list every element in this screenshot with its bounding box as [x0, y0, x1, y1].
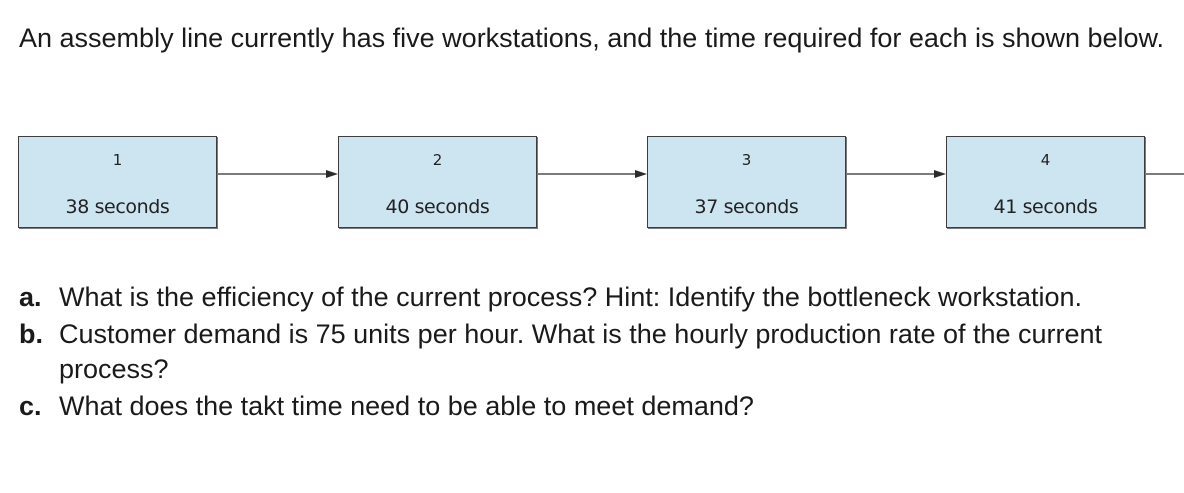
question-text: Customer demand is 75 units per hour. Wh… [59, 319, 1103, 384]
question-list: a. What is the efficiency of the current… [19, 280, 1179, 426]
arrow-head-3-4-icon [934, 170, 946, 178]
workstation-2: 2 40 seconds [338, 136, 537, 228]
question-marker: a. [19, 282, 42, 312]
problem-statement: An assembly line currently has five work… [19, 23, 1165, 53]
workstation-number: 3 [741, 151, 752, 169]
arrow-head-1-2-icon [326, 170, 338, 178]
question-b: b. Customer demand is 75 units per hour.… [19, 317, 1179, 387]
workstation-time: 40 seconds [385, 196, 490, 218]
question-c: c. What does the takt time need to be ab… [19, 389, 1179, 424]
workstation-number: 1 [112, 151, 123, 169]
workstation-number: 2 [432, 151, 443, 169]
question-text: What is the efficiency of the current pr… [59, 282, 1083, 312]
workstation-time: 41 seconds [993, 196, 1098, 218]
workstation-3: 3 37 seconds [647, 136, 846, 228]
arrow-head-2-3-icon [635, 170, 647, 178]
workstation-time: 38 seconds [65, 196, 170, 218]
workstation-time: 37 seconds [694, 196, 799, 218]
workstation-4: 4 41 seconds [946, 136, 1145, 228]
workstation-1: 1 38 seconds [18, 136, 217, 228]
question-a: a. What is the efficiency of the current… [19, 280, 1179, 315]
question-marker: b. [19, 319, 43, 349]
workstation-number: 4 [1040, 151, 1051, 169]
question-text: What does the takt time need to be able … [59, 391, 754, 421]
question-marker: c. [19, 391, 42, 421]
